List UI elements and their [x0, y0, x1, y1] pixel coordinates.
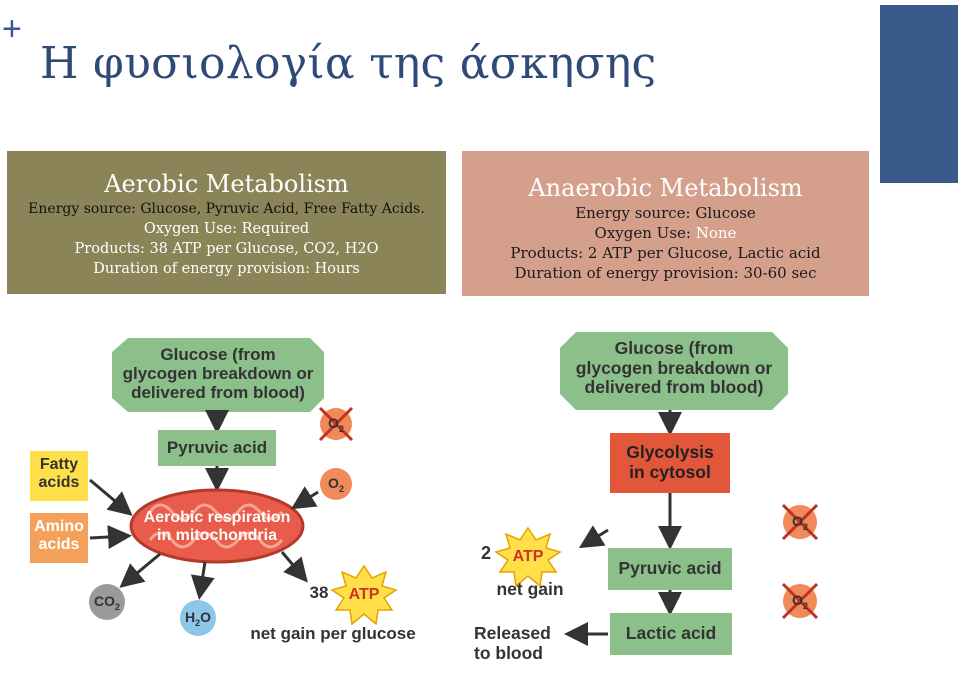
anaerobic-released-label: Released to blood — [474, 623, 570, 663]
aerobic-co2-node — [89, 584, 125, 620]
aerobic-glucose-line1: Glucose (from — [160, 345, 276, 364]
aerobic-energy-source: Energy source: Glucose, Pyruvic Acid, Fr… — [28, 201, 425, 217]
aerobic-h2o-node — [180, 600, 216, 636]
anaerobic-lactic-label: Lactic acid — [625, 623, 717, 643]
aerobic-oxygen-use: Oxygen Use: Required — [7, 219, 446, 239]
anaerobic-glucose-node — [560, 332, 788, 410]
aerobic-fatty-node — [30, 451, 88, 501]
anaerobic-o2-crossed-1-label: O2 — [786, 513, 814, 532]
anaerobic-summary-box: Anaerobic Metabolism Energy source: Gluc… — [462, 151, 869, 296]
corner-accent — [880, 5, 958, 183]
aerobic-co2-label: CO2 — [89, 593, 125, 612]
aerobic-co2-sub: 2 — [114, 601, 120, 612]
aerobic-o2-crossed-sub: 2 — [338, 423, 344, 434]
aerobic-glucose-line2: glycogen breakdown or — [122, 364, 314, 384]
anaerobic-o2-1-o: O — [792, 513, 803, 529]
aerobic-oxygen-value: Required — [241, 221, 310, 237]
anaerobic-glucose-label: Glucose (from glycogen breakdown or deli… — [560, 338, 788, 398]
aerobic-h2o-o: O — [200, 609, 212, 625]
aerobic-heading: Aerobic Metabolism — [104, 170, 349, 198]
page-title: Η φυσιολογία της άσκησης — [40, 38, 657, 89]
aerobic-fatty-line2: acids — [38, 473, 80, 491]
anaerobic-lactic-node — [610, 613, 732, 655]
aerobic-amino-label: Amino acids — [30, 518, 88, 554]
aerobic-o2-crossed-o: O — [328, 415, 339, 431]
aerobic-atp-count: 38 — [309, 583, 329, 602]
anaerobic-glucose-line1: Glucose (from — [614, 338, 734, 358]
aerobic-net-gain-label: net gain per glucose — [250, 624, 416, 643]
anaerobic-atp-count: 2 — [480, 543, 491, 563]
aerobic-products: Products: 38 ATP per Glucose, CO2, H2O — [74, 241, 379, 257]
anaerobic-o2-1-sub: 2 — [802, 521, 808, 532]
anaerobic-atp-label: ATP — [512, 548, 544, 565]
anaerobic-glycolysis-node — [610, 433, 730, 493]
aerobic-pyruvic-label: Pyruvic acid — [166, 438, 268, 457]
aerobic-mito-line1: Aerobic respiration — [143, 509, 291, 526]
aerobic-fatty-label: Fatty acids — [30, 456, 88, 492]
plus-icon: + — [2, 10, 22, 48]
anaerobic-o2-2-sub: 2 — [802, 600, 808, 611]
aerobic-mito-label: Aerobic respiration in mitochondria — [131, 509, 303, 545]
anaerobic-energy-source: Energy source: Glucose — [575, 204, 756, 222]
aerobic-atp-star — [330, 564, 398, 626]
aerobic-oxygen-label: Oxygen Use: — [143, 221, 242, 237]
anaerobic-heading: Anaerobic Metabolism — [528, 174, 803, 202]
anaerobic-glycolysis-line1: Glycolysis — [626, 442, 714, 462]
anaerobic-net-gain-label: net gain — [496, 579, 564, 599]
anaerobic-oxygen-label: Oxygen Use: — [594, 224, 696, 242]
aerobic-amino-node — [30, 513, 88, 563]
aerobic-glucose-label: Glucose (from glycogen breakdown or deli… — [112, 345, 324, 402]
anaerobic-glycolysis-label: Glycolysis in cytosol — [610, 442, 730, 482]
anaerobic-pyruvic-label: Pyruvic acid — [618, 558, 722, 578]
aerobic-o2-sub: 2 — [338, 483, 344, 494]
aerobic-glucose-node — [112, 338, 324, 412]
aerobic-amino-line2: acids — [38, 535, 80, 553]
anaerobic-duration: Duration of energy provision: 30-60 sec — [514, 264, 817, 282]
aerobic-h2o-label: H2O — [180, 609, 216, 628]
aerobic-fatty-line1: Fatty — [39, 456, 79, 473]
anaerobic-glycolysis-line2: in cytosol — [629, 461, 711, 482]
anaerobic-released-line2: to blood — [474, 642, 544, 663]
anaerobic-atp-star — [494, 526, 562, 588]
aerobic-summary-box: Aerobic Metabolism Energy source: Glucos… — [7, 151, 446, 294]
aerobic-o2-crossed-label: O2 — [322, 415, 350, 434]
anaerobic-released-line1: Released — [474, 623, 551, 643]
anaerobic-oxygen-value: None — [695, 224, 737, 242]
aerobic-o2-node — [320, 468, 352, 500]
anaerobic-oxygen-use: Oxygen Use: None — [462, 223, 869, 243]
aerobic-mito-line2: in mitochondria — [157, 526, 277, 544]
aerobic-o2-label: O2 — [322, 475, 350, 494]
anaerobic-pyruvic-node — [608, 548, 732, 590]
anaerobic-glucose-line3: delivered from blood) — [584, 377, 764, 398]
aerobic-h2o-h: H — [184, 609, 196, 625]
aerobic-atp-label: ATP — [348, 586, 380, 603]
aerobic-duration: Duration of energy provision: Hours — [93, 261, 360, 277]
aerobic-h2o-sub: 2 — [195, 617, 201, 628]
aerobic-pyruvic-node — [158, 430, 276, 466]
aerobic-o2-o: O — [328, 475, 339, 491]
anaerobic-products: Products: 2 ATP per Glucose, Lactic acid — [510, 244, 821, 262]
aerobic-co2-text: CO — [93, 593, 115, 609]
aerobic-glucose-line3: delivered from blood) — [131, 383, 305, 403]
anaerobic-o2-crossed-2-label: O2 — [786, 592, 814, 611]
anaerobic-o2-2-o: O — [792, 592, 803, 608]
anaerobic-glucose-line2: glycogen breakdown or — [575, 357, 773, 378]
aerobic-amino-line1: Amino — [34, 518, 84, 535]
